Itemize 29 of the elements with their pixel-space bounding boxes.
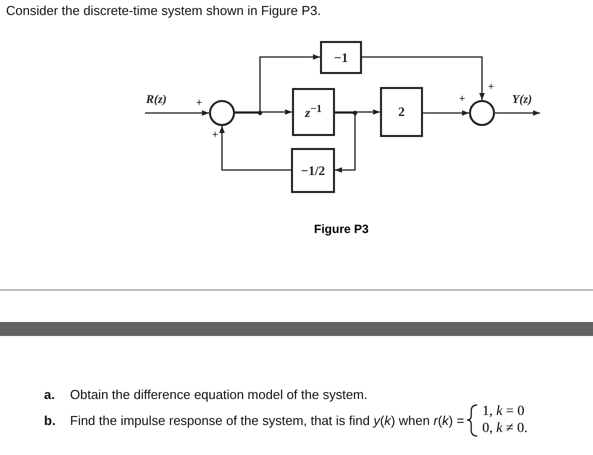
signal-label: Y(z)	[512, 92, 532, 107]
sign-label: +	[212, 129, 218, 141]
arrow	[362, 56, 485, 100]
figure-caption: Figure P3	[314, 222, 369, 236]
list-marker: a.	[44, 387, 55, 402]
arrow	[219, 126, 291, 171]
gain-block: 2	[380, 87, 423, 137]
question-text: Find the impulse response of the system, that is find y(k) when r(k) =	[70, 413, 464, 428]
gain-block: −1	[320, 41, 362, 74]
sign-label: +	[459, 93, 466, 105]
gain-block: −1/2	[291, 148, 335, 193]
arrow	[495, 110, 540, 116]
equation-text: 0, k ≠ 0.	[482, 421, 528, 437]
equation-text: 1, k = 0	[482, 404, 524, 420]
arrow	[235, 109, 292, 115]
arrow	[423, 110, 469, 116]
question-text: Obtain the difference equation model of the system.	[70, 387, 368, 402]
arrow	[235, 54, 320, 114]
arrow	[335, 109, 380, 115]
arrow	[145, 110, 209, 116]
arrow	[335, 112, 356, 173]
summing-junction	[209, 100, 235, 126]
sign-label: +	[488, 81, 494, 93]
signal-label: R(z)	[146, 92, 167, 107]
list-marker: b.	[44, 413, 56, 428]
title: Consider the discrete-time system shown in Figure P3.	[6, 3, 322, 18]
sign-label: +	[196, 97, 202, 109]
summing-junction	[469, 100, 495, 126]
gain-block: z$^{−1}$	[292, 88, 335, 136]
